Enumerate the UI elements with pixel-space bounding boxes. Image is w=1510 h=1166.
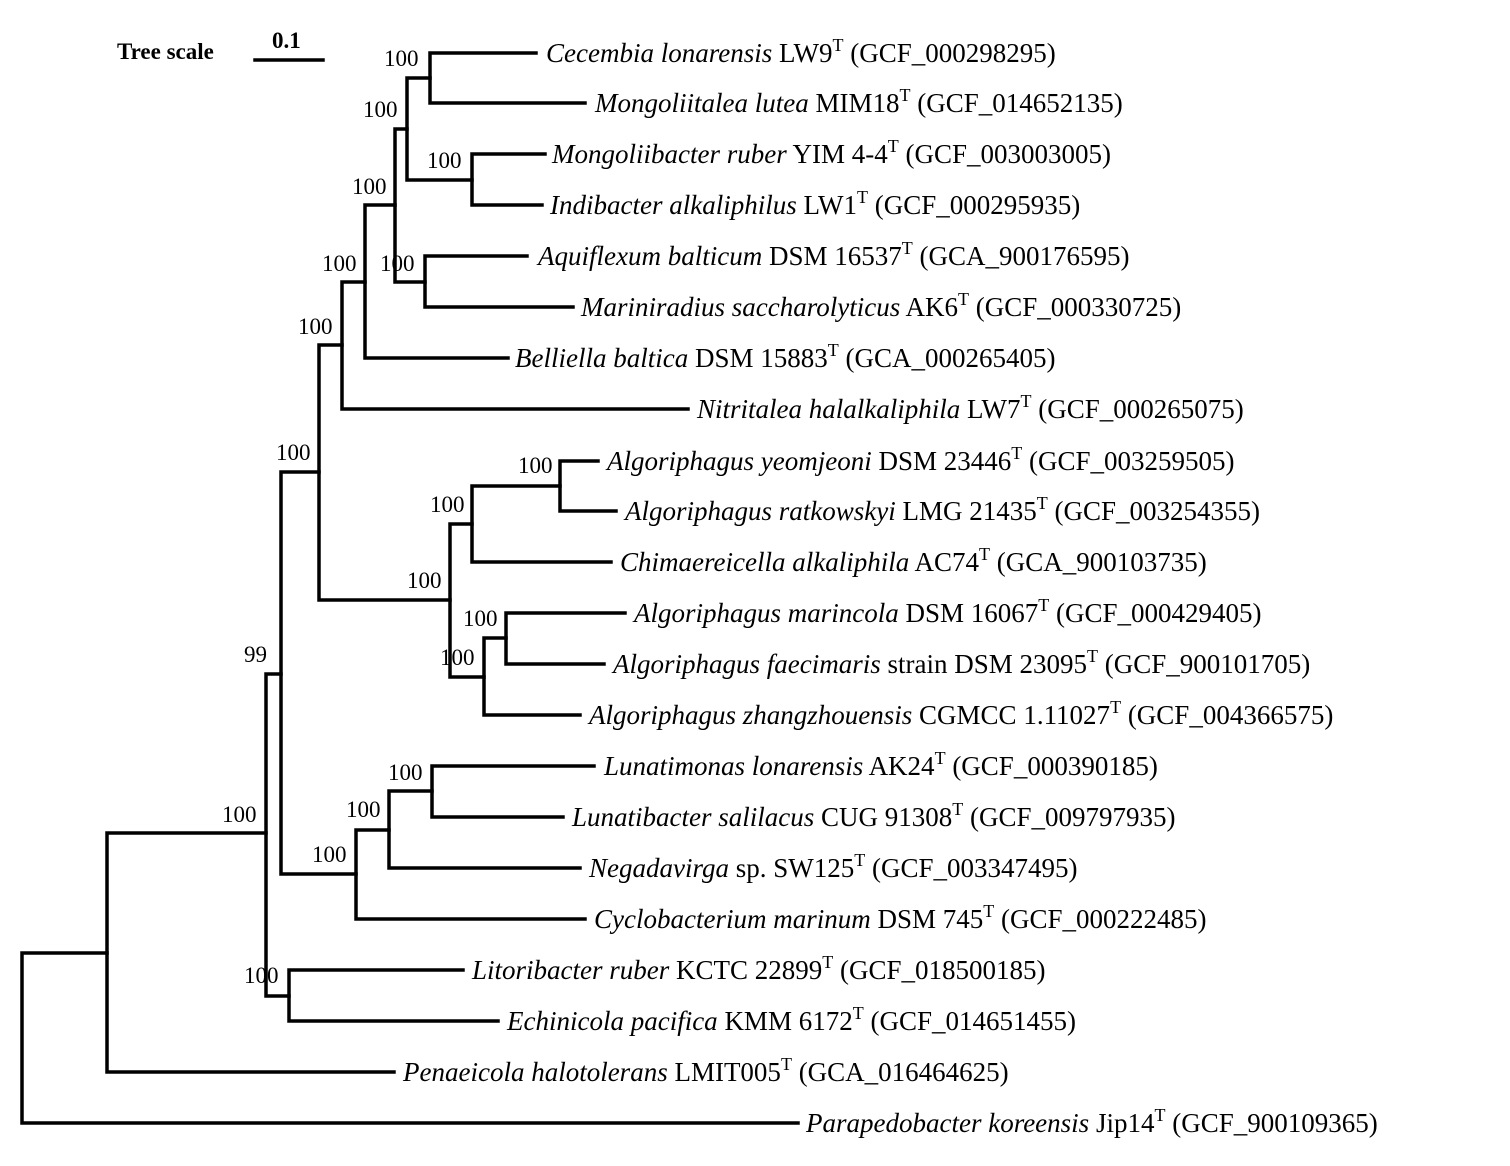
bootstrap-value: 100 xyxy=(407,568,442,593)
taxon-label: Cecembia lonarensis LW9T (GCF_000298295) xyxy=(546,35,1056,68)
taxon-label: Algoriphagus marincola DSM 16067T (GCF_0… xyxy=(632,595,1262,628)
tree-scale-value: 0.1 xyxy=(272,28,301,53)
branch-ingroup-penaeicola xyxy=(105,831,396,1074)
taxon-label: Mongoliibacter ruber YIM 4-4T (GCF_00300… xyxy=(551,136,1111,169)
branch-yeomjeoni-chimaereicella xyxy=(470,484,613,564)
taxon-label: Mariniradius saccharolyticus AK6T (GCF_0… xyxy=(580,289,1181,322)
taxon-label: Parapedobacter koreensis Jip14T (GCF_900… xyxy=(805,1105,1378,1138)
taxon-label: Litoribacter ruber KCTC 22899T (GCF_0185… xyxy=(471,952,1046,985)
bootstrap-value: 100 xyxy=(244,963,279,988)
branch-marincola-faecimaris xyxy=(504,611,627,666)
bootstrap-value: 100 xyxy=(518,453,553,478)
taxon-label: Echinicola pacifica KMM 6172T (GCF_01465… xyxy=(506,1003,1076,1036)
bootstrap-value: 100 xyxy=(463,606,498,631)
taxon-label: Mongoliitalea lutea MIM18T (GCF_01465213… xyxy=(594,85,1123,118)
taxon-labels: Cecembia lonarensis LW9T (GCF_000298295)… xyxy=(402,35,1378,1138)
bootstrap-value: 100 xyxy=(430,492,465,517)
bootstrap-value: 100 xyxy=(346,797,381,822)
bootstrap-value: 100 xyxy=(352,174,387,199)
taxon-label: Negadavirga sp. SW125T (GCF_003347495) xyxy=(588,850,1078,883)
taxon-label: Nitritalea halalkaliphila LW7T (GCF_0002… xyxy=(696,391,1244,424)
branch-ingroup xyxy=(264,672,291,998)
taxon-label: Penaeicola halotolerans LMIT005T (GCA_01… xyxy=(402,1054,1009,1087)
bootstrap-values: 100 100 100 100 100 100 100 100 100 100 … xyxy=(222,46,553,988)
bootstrap-value: 100 xyxy=(298,314,333,339)
bootstrap-value: 100 xyxy=(363,97,398,122)
bootstrap-value: 100 xyxy=(322,251,357,276)
taxon-label: Belliella baltica DSM 15883T (GCA_000265… xyxy=(515,340,1056,373)
taxon-label: Algoriphagus ratkowskyi LMG 21435T (GCF_… xyxy=(623,493,1260,526)
bootstrap-value: 100 xyxy=(384,46,419,71)
bootstrap-value: 100 xyxy=(380,251,415,276)
bootstrap-value: 100 xyxy=(312,842,347,867)
bootstrap-value: 100 xyxy=(440,645,475,670)
bootstrap-value: 100 xyxy=(276,440,311,465)
taxon-label: Algoriphagus faecimaris strain DSM 23095… xyxy=(611,646,1310,679)
branch-marincola-zhangzhouensis xyxy=(482,636,582,717)
bootstrap-value: 99 xyxy=(244,642,267,667)
bootstrap-value: 100 xyxy=(427,148,462,173)
branch-cecembia-zhangzhouensis xyxy=(317,343,452,602)
taxon-label: Chimaereicella alkaliphila AC74T (GCA_90… xyxy=(620,544,1207,577)
branch-lunatimonas-negadavirga xyxy=(387,789,582,870)
taxon-label: Aquiflexum balticum DSM 16537T (GCA_9001… xyxy=(536,238,1129,271)
tree-branches xyxy=(20,51,800,1125)
branch-cecembia-belliella xyxy=(363,203,510,360)
taxon-label: Indibacter alkaliphilus LW1T (GCF_000295… xyxy=(549,187,1080,220)
branch-lunatimonas-lunatibacter xyxy=(430,764,596,819)
branch-mongoliibacter-indibacter xyxy=(470,152,547,207)
taxon-label: Lunatibacter salilacus CUG 91308T (GCF_0… xyxy=(571,799,1176,832)
taxon-label: Algoriphagus zhangzhouensis CGMCC 1.1102… xyxy=(587,697,1333,730)
branch-litoribacter-echinicola xyxy=(287,968,500,1023)
taxon-label: Algoriphagus yeomjeoni DSM 23446T (GCF_0… xyxy=(605,443,1235,476)
taxon-label: Lunatimonas lonarensis AK24T (GCF_000390… xyxy=(603,748,1158,781)
tree-scale-label: Tree scale xyxy=(117,39,214,64)
bootstrap-value: 100 xyxy=(388,760,423,785)
taxon-label: Cyclobacterium marinum DSM 745T (GCF_000… xyxy=(594,901,1207,934)
bootstrap-value: 100 xyxy=(222,802,257,827)
branch-root xyxy=(20,951,800,1125)
